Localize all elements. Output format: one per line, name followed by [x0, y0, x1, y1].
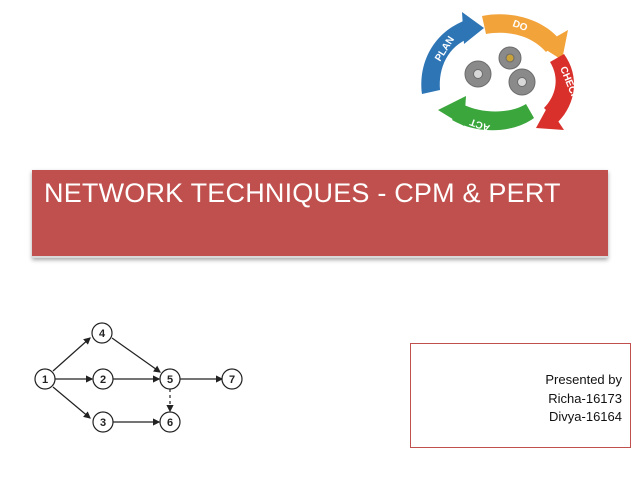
presenter-name: Richa-16173	[548, 390, 622, 406]
edge-1-4	[52, 337, 91, 372]
plan-arrow	[421, 20, 470, 94]
node-1-label: 1	[42, 374, 48, 386]
node-6-label: 6	[167, 417, 173, 429]
node-7-label: 7	[229, 374, 235, 386]
node-1	[34, 368, 56, 390]
node-4	[91, 322, 113, 344]
edge-4-5	[111, 337, 161, 373]
plan-arrow-head	[462, 12, 484, 44]
node-3	[92, 411, 114, 433]
node-4-label: 4	[99, 328, 106, 340]
act-arrow	[452, 104, 534, 131]
do-arrow	[482, 14, 560, 52]
node-6	[159, 411, 181, 433]
act-arrow-head	[438, 96, 466, 126]
node-5-label: 5	[167, 374, 173, 386]
do-arrow-head	[540, 30, 568, 60]
presenter-info: Presented by Richa-16173 Divya-16164	[545, 371, 622, 427]
check-arrow-head	[536, 106, 564, 130]
pdca-cycle-graphic: PLAN DO CHECK ACT	[421, 12, 581, 133]
check-arrow	[544, 54, 575, 122]
edge-1-3	[52, 386, 91, 419]
node-2	[92, 368, 114, 390]
gear-icon	[464, 46, 536, 96]
node-3-label: 3	[100, 417, 106, 429]
do-label: DO	[511, 18, 529, 34]
slide-title: NETWORK TECHNIQUES - CPM & PERT	[44, 178, 561, 208]
presented-by-heading: Presented by	[545, 372, 622, 387]
node-5	[159, 368, 181, 390]
network-diagram: 1 2 3 4 5 6 7	[34, 322, 243, 433]
node-7	[221, 368, 243, 390]
presenter-name: Divya-16164	[549, 409, 622, 424]
presenter-box: Presented by Richa-16173 Divya-16164	[410, 343, 631, 448]
node-2-label: 2	[100, 374, 106, 386]
title-banner: NETWORK TECHNIQUES - CPM & PERT	[32, 170, 608, 258]
